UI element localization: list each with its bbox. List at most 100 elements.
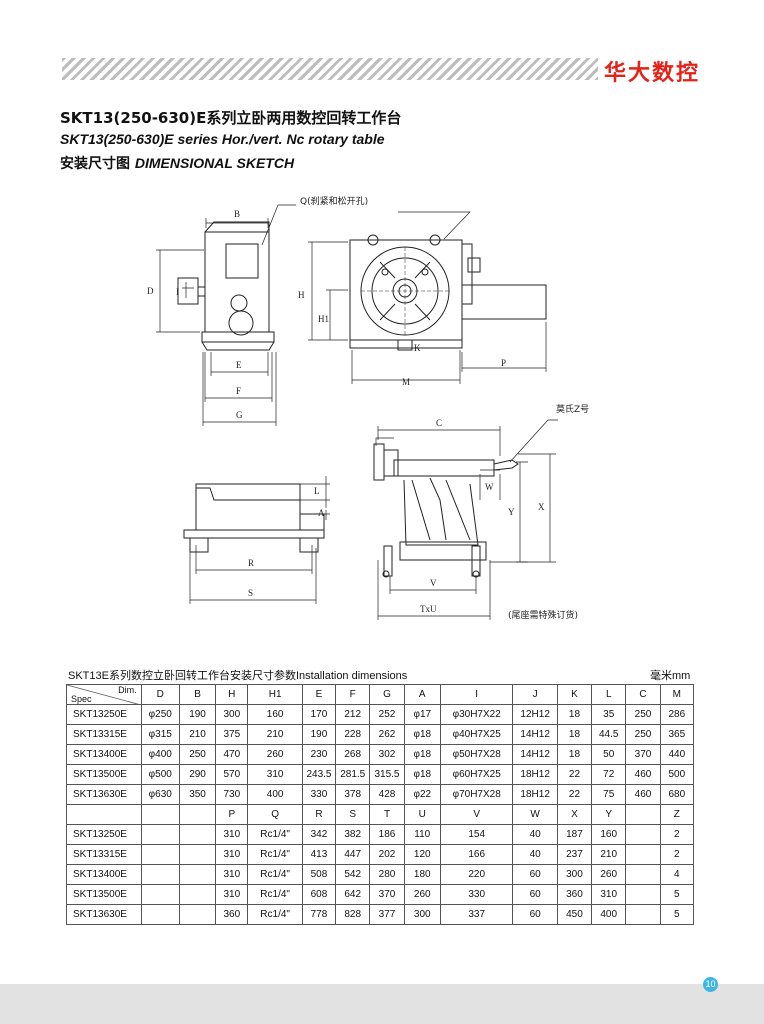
table-cell: H1 xyxy=(247,684,303,705)
table-cell: φ70H7X28 xyxy=(439,784,514,805)
table-cell: 508 xyxy=(301,864,337,885)
corner-diagonal xyxy=(67,685,137,704)
table-cell: U xyxy=(403,804,441,825)
table-cell: 642 xyxy=(335,884,371,905)
table-cell: φ18 xyxy=(403,744,441,765)
table-cell: 35 xyxy=(591,704,627,725)
base-plate-drawing xyxy=(183,476,330,604)
table-cell: 2 xyxy=(659,844,695,865)
dim-label-r: R xyxy=(248,558,254,568)
table-corner-cell: Dim. Spec xyxy=(66,684,142,705)
dim-label-c: C xyxy=(436,418,442,428)
table-cell: 570 xyxy=(215,764,249,785)
table-cell: Rc1/4" xyxy=(247,824,303,845)
table-cell xyxy=(178,904,217,925)
table-cell: I xyxy=(439,684,514,705)
table-cell: 310 xyxy=(247,764,303,785)
table-cell: 290 xyxy=(178,764,217,785)
table-cell: φ315 xyxy=(140,724,180,745)
table-cell: R xyxy=(301,804,337,825)
table-cell: J xyxy=(512,684,558,705)
table-cell: 382 xyxy=(335,824,371,845)
table-cell: 212 xyxy=(335,704,371,725)
table-cell: Q xyxy=(247,804,303,825)
table-cell: P xyxy=(215,804,249,825)
dim-label-w: W xyxy=(485,482,494,492)
table-cell xyxy=(178,824,217,845)
table-cell: 40 xyxy=(512,844,558,865)
table-cell: 268 xyxy=(335,744,371,765)
table-cell xyxy=(178,884,217,905)
dim-label-d: D xyxy=(147,286,154,296)
dim-label-e: E xyxy=(236,360,242,370)
table-cell: φ250 xyxy=(140,704,180,725)
table-cell: Rc1/4" xyxy=(247,884,303,905)
table-cell: 180 xyxy=(403,864,441,885)
table-cell: Z xyxy=(659,804,695,825)
table-cell: 252 xyxy=(369,704,405,725)
table-cell: 260 xyxy=(591,864,627,885)
table-cell: 210 xyxy=(178,724,217,745)
table-cell: 50 xyxy=(591,744,627,765)
table-cell: M xyxy=(659,684,695,705)
table-cell: 230 xyxy=(301,744,337,765)
table-cell: 262 xyxy=(369,724,405,745)
table-cell: E xyxy=(301,684,337,705)
table-cell: 460 xyxy=(625,784,661,805)
table-cell xyxy=(178,844,217,865)
spec-cell: SKT13500E xyxy=(66,764,142,785)
table-cell: 330 xyxy=(439,884,514,905)
table-cell: 190 xyxy=(301,724,337,745)
table-cell: 186 xyxy=(369,824,405,845)
page-number: 10 xyxy=(703,977,718,992)
table-cell: 202 xyxy=(369,844,405,865)
table-cell: 18H12 xyxy=(512,764,558,785)
spec-cell: SKT13400E xyxy=(66,864,142,885)
table-cell: 413 xyxy=(301,844,337,865)
footer-bar xyxy=(0,984,764,1024)
table-cell: 370 xyxy=(625,744,661,765)
dim-label-p: P xyxy=(501,358,506,368)
table-cell: 250 xyxy=(625,724,661,745)
table-cell: φ22 xyxy=(403,784,441,805)
table-cell: 281.5 xyxy=(335,764,371,785)
table-cell: 220 xyxy=(439,864,514,885)
dim-label-g: G xyxy=(236,410,243,420)
table-cell: 500 xyxy=(659,764,695,785)
table-cell: 228 xyxy=(335,724,371,745)
side-view-drawing xyxy=(156,204,296,426)
table-cell: 14H12 xyxy=(512,744,558,765)
table-cell xyxy=(140,824,180,845)
table-cell xyxy=(625,804,661,825)
table-cell: 315.5 xyxy=(369,764,405,785)
table-cell: φ17 xyxy=(403,704,441,725)
corner-dim-label: Dim. xyxy=(118,685,137,696)
table-cell: 72 xyxy=(591,764,627,785)
corner-spec-label: Spec xyxy=(71,694,92,704)
table-cell: φ30H7X22 xyxy=(439,704,514,725)
dim-label-txu: TxU xyxy=(420,604,437,614)
table-cell: 460 xyxy=(625,764,661,785)
table-cell: 170 xyxy=(301,704,337,725)
table-cell: 300 xyxy=(556,864,593,885)
spec-cell: SKT13500E xyxy=(66,884,142,905)
table-cell xyxy=(625,824,661,845)
table-cell xyxy=(178,864,217,885)
tailstock-note: (尾座需特殊订货) xyxy=(508,609,578,621)
table-cell xyxy=(625,884,661,905)
morse-taper-label: 莫氏Z号 xyxy=(556,403,589,415)
spec-cell: SKT13630E xyxy=(66,784,142,805)
table-cell: L xyxy=(591,684,627,705)
table-cell: 310 xyxy=(591,884,627,905)
table-cell: 365 xyxy=(659,724,695,745)
table-cell: 120 xyxy=(403,844,441,865)
table-cell: 190 xyxy=(178,704,217,725)
